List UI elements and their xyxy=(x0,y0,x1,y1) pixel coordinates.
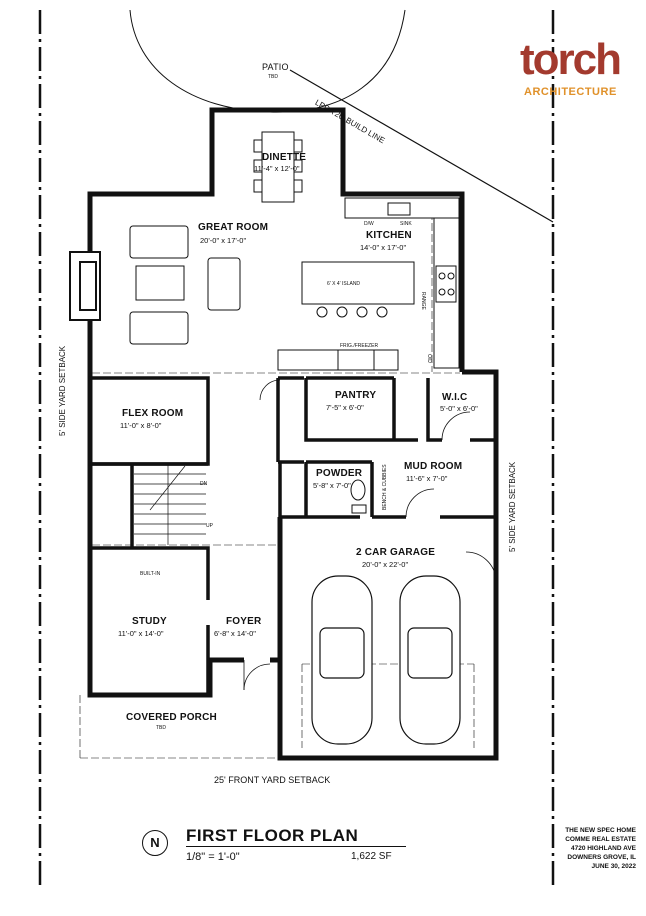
project-line: JUNE 30, 2022 xyxy=(591,863,636,870)
sink-note: SINK xyxy=(400,221,412,227)
project-line: COMME REAL ESTATE xyxy=(565,836,636,843)
garage-dim: 20'-0" x 22'-0" xyxy=(362,560,409,569)
mud-room-dim: 11'-6" x 7'-0" xyxy=(406,474,448,483)
exterior-walls xyxy=(87,107,499,761)
porch-name: COVERED PORCH xyxy=(126,712,217,723)
dinette-dim: 11'-4" x 12'-0" xyxy=(254,164,300,173)
great-room-furniture xyxy=(129,225,241,345)
wic-name: W.I.C xyxy=(442,392,468,403)
north-arrow-icon: N xyxy=(142,830,168,856)
sheet-title: FIRST FLOOR PLAN xyxy=(186,826,359,845)
porch-note: TBD xyxy=(156,725,166,731)
wic-dim: 5'-0" x 6'-0" xyxy=(440,404,478,413)
garage-cars xyxy=(311,575,461,745)
sheet-area: 1,622 SF xyxy=(351,851,392,862)
kitchen-name: KITCHEN xyxy=(366,230,412,241)
left-setback-label: 5' SIDE YARD SETBACK xyxy=(58,345,67,436)
study-name: STUDY xyxy=(132,616,167,627)
pantry-dim: 7'-5" x 6'-0" xyxy=(326,403,364,412)
dinette-table xyxy=(253,131,303,203)
patio-name: PATIO xyxy=(262,62,289,72)
great-room-name: GREAT ROOM xyxy=(198,222,269,233)
great-room-dim: 20'-0" x 17'-0" xyxy=(200,236,247,245)
flex-room-dim: 11'-0" x 8'-0" xyxy=(120,421,162,430)
kitchen-dim: 14'-0" x 17'-0" xyxy=(360,243,407,252)
interior-walls xyxy=(88,376,496,695)
title-underline xyxy=(186,846,406,847)
od-note: O/D xyxy=(426,354,432,363)
project-info: THE NEW SPEC HOME COMME REAL ESTATE 4720… xyxy=(565,826,636,871)
property-lines xyxy=(38,10,555,890)
kitchen-island xyxy=(301,261,415,318)
bench-note: BENCH & CUBBIES xyxy=(382,464,388,510)
fridge-note: FRIG./FREEZER xyxy=(340,343,379,349)
right-setback-label: 5' SIDE YARD SETBACK xyxy=(508,461,517,552)
project-line: DOWNERS GROVE, IL xyxy=(567,854,636,861)
range-note: RANGE xyxy=(420,292,426,310)
flex-room-name: FLEX ROOM xyxy=(122,408,184,419)
stairs xyxy=(134,464,206,545)
foyer-dim: 6'-8" x 14'-0" xyxy=(214,629,256,638)
project-line: THE NEW SPEC HOME xyxy=(565,827,636,834)
front-setback-label: 25' FRONT YARD SETBACK xyxy=(214,775,331,785)
dw-note: D/W xyxy=(364,221,374,227)
mud-room-name: MUD ROOM xyxy=(404,461,463,472)
study-dim: 11'-0" x 14'-0" xyxy=(118,629,164,638)
island-note: 6' X 4' ISLAND xyxy=(327,281,361,287)
stairs-dn-note: DN xyxy=(200,481,208,487)
powder-dim: 5'-8" x 7'-0" xyxy=(313,481,351,490)
pantry-name: PANTRY xyxy=(335,390,377,401)
powder-name: POWDER xyxy=(316,468,363,479)
dinette-name: DINETTE xyxy=(262,152,307,163)
garage-name: 2 CAR GARAGE xyxy=(356,547,436,558)
powder-fixtures xyxy=(350,479,367,514)
kitchen-counters xyxy=(277,197,460,371)
patio-note: TBD xyxy=(268,74,278,80)
sheet-scale: 1/8" = 1'-0" xyxy=(186,851,240,863)
foyer-name: FOYER xyxy=(226,616,262,627)
built-in-note: BUILT-IN xyxy=(140,571,161,577)
brand-logo: torch xyxy=(520,35,622,84)
stairs-up-note: UP xyxy=(206,523,213,529)
door-swings xyxy=(243,379,497,691)
project-line: 4720 HIGHLAND AVE xyxy=(570,845,636,852)
fireplace xyxy=(69,251,101,321)
build-line xyxy=(289,69,554,223)
brand-subtitle: ARCHITECTURE xyxy=(524,86,617,98)
